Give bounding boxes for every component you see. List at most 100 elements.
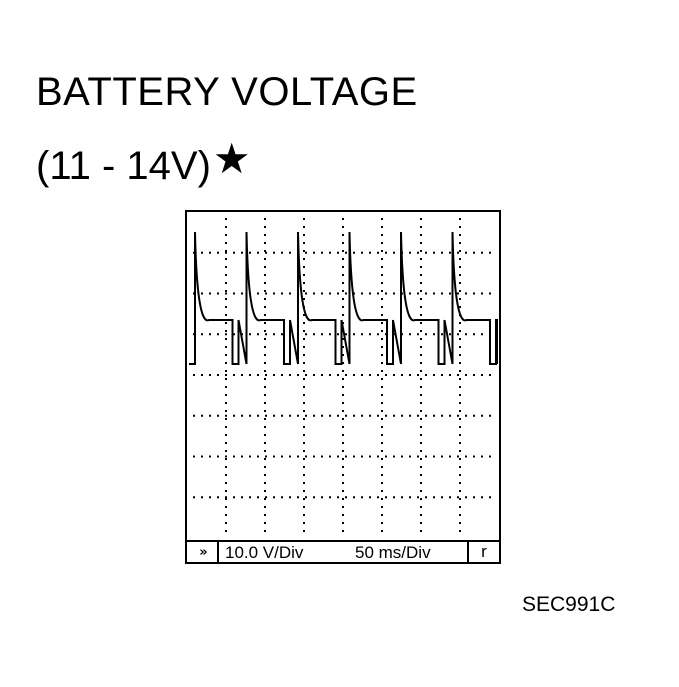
grid-dot	[297, 374, 299, 376]
grid-dot	[303, 258, 305, 260]
grid-dot	[233, 333, 235, 336]
grid-dot	[377, 333, 379, 336]
grid-dot	[265, 374, 267, 376]
grid-dot	[342, 314, 344, 316]
grid-dot	[264, 490, 266, 492]
grid-dot	[225, 374, 227, 376]
grid-dot	[264, 434, 266, 436]
grid-dot	[225, 333, 227, 336]
grid-dot	[381, 274, 383, 276]
grid-dot	[217, 496, 219, 499]
grid-dot	[420, 338, 422, 340]
grid-dot	[303, 402, 305, 404]
grid-dot	[393, 292, 395, 295]
grid-dot	[420, 242, 422, 244]
grid-dot	[420, 402, 422, 404]
grid-dot	[303, 298, 305, 300]
grid-dot	[381, 514, 383, 516]
grid-dot	[303, 218, 305, 220]
grid-dot	[409, 455, 411, 458]
grid-dot	[381, 378, 383, 380]
grid-dot	[217, 333, 219, 336]
grid-dot	[433, 455, 435, 458]
grid-dot	[381, 394, 383, 396]
grid-dot	[459, 298, 461, 300]
grid-dot	[265, 455, 267, 458]
grid-dot	[369, 333, 371, 336]
grid-dot	[337, 414, 339, 417]
grid-dot	[273, 455, 275, 458]
grid-dot	[381, 282, 383, 284]
grid-dot	[489, 251, 491, 254]
grid-dot	[321, 333, 323, 336]
grid-dot	[381, 362, 383, 364]
grid-dot	[342, 458, 344, 460]
grid-dot	[369, 292, 371, 295]
grid-dot	[459, 418, 461, 420]
grid-dot	[420, 250, 422, 252]
fast-forward-icon[interactable]: »	[187, 542, 219, 564]
grid-dot	[459, 370, 461, 372]
grid-dot	[281, 496, 283, 499]
grid-dot	[303, 466, 305, 468]
grid-dot	[289, 496, 291, 499]
grid-dot	[459, 258, 461, 260]
grid-dot	[420, 274, 422, 276]
grid-dot	[303, 394, 305, 396]
grid-dot	[369, 374, 371, 376]
oscilloscope-screen: » 10.0 V/Div 50 ms/Div r	[185, 210, 501, 564]
grid-dot	[381, 498, 383, 500]
grid-dot	[381, 490, 383, 492]
grid-dot	[264, 274, 266, 276]
grid-dot	[329, 455, 331, 458]
grid-dot	[342, 234, 344, 236]
grid-dot	[342, 370, 344, 372]
grid-dot	[425, 374, 427, 376]
grid-dot	[409, 374, 411, 376]
grid-dot	[217, 455, 219, 458]
grid-dot	[321, 455, 323, 458]
grid-dot	[303, 498, 305, 500]
grid-dot	[342, 490, 344, 492]
grid-dot	[401, 496, 403, 499]
grid-dot	[342, 290, 344, 292]
grid-dot	[201, 455, 203, 458]
grid-dot	[342, 282, 344, 284]
grid-dot	[225, 251, 227, 254]
grid-dot	[489, 374, 491, 376]
grid-dot	[381, 466, 383, 468]
grid-dot	[273, 374, 275, 376]
grid-dot	[303, 242, 305, 244]
grid-dot	[381, 306, 383, 308]
grid-dot	[264, 354, 266, 356]
grid-dot	[420, 258, 422, 260]
grid-dot	[459, 330, 461, 332]
grid-dot	[303, 346, 305, 348]
grid-dot	[281, 333, 283, 336]
grid-dot	[225, 442, 227, 444]
grid-dot	[381, 434, 383, 436]
grid-dot	[225, 386, 227, 388]
grid-dot	[459, 530, 461, 532]
grid-dot	[433, 374, 435, 376]
grid-dot	[381, 418, 383, 420]
range-button[interactable]: r	[467, 542, 499, 564]
grid-dot	[459, 378, 461, 380]
grid-dot	[420, 234, 422, 236]
grid-dot	[273, 496, 275, 499]
grid-dot	[459, 322, 461, 324]
grid-dot	[225, 266, 227, 268]
grid-dot	[459, 250, 461, 252]
grid-dot	[342, 338, 344, 340]
grid-dot	[385, 496, 387, 499]
grid-dot	[337, 496, 339, 499]
grid-dot	[241, 496, 243, 499]
grid-dot	[425, 292, 427, 295]
grid-dot	[305, 496, 307, 499]
grid-dot	[209, 333, 211, 336]
grid-dot	[264, 282, 266, 284]
grid-dot	[425, 251, 427, 254]
grid-dot	[420, 282, 422, 284]
grid-dot	[420, 218, 422, 220]
grid-dot	[393, 496, 395, 499]
